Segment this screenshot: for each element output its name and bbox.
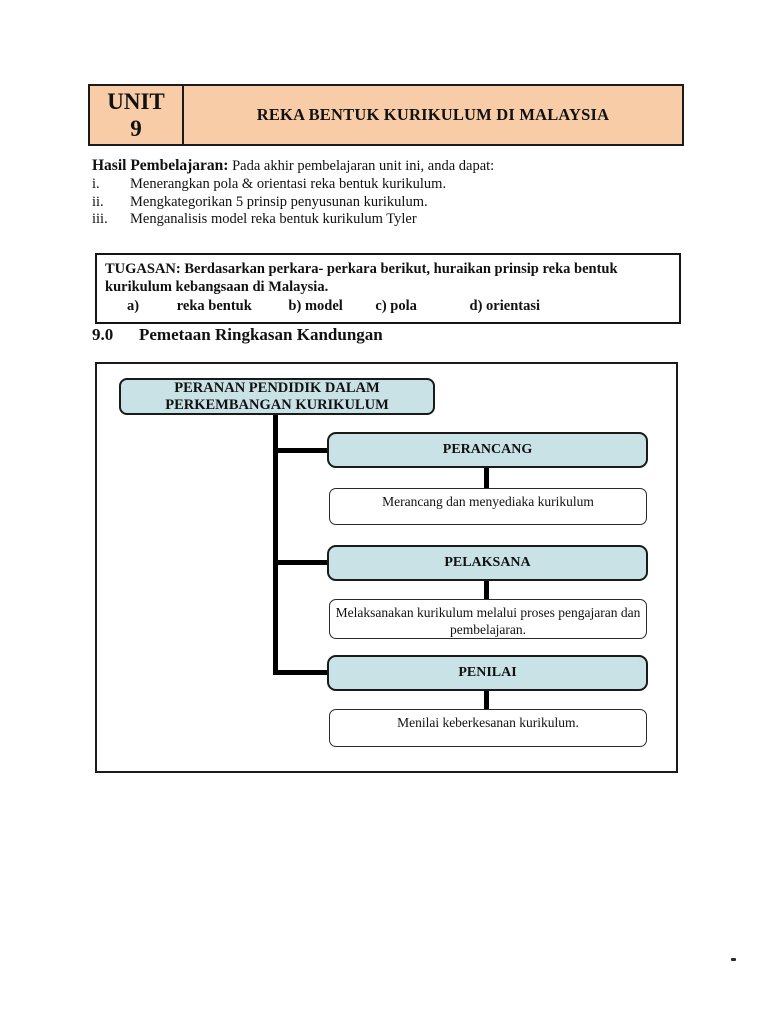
root-label-line2: PERKEMBANGAN KURIKULUM	[165, 396, 389, 413]
unit-label: UNIT	[107, 89, 165, 114]
outcome-numeral: ii.	[92, 193, 104, 210]
task-box: TUGASAN: Berdasarkan perkara- perkara be…	[95, 253, 681, 324]
unit-title: REKA BENTUK KURIKULUM DI MALAYSIA	[256, 105, 610, 124]
task-option-a-label: a)	[127, 298, 140, 314]
section-number: 9.0	[92, 325, 114, 344]
desc-text: Menilai keberkesanan kurikulum.	[397, 715, 579, 730]
diagram-node-pelaksana: PELAKSANA	[327, 545, 648, 581]
diagram-root-label: PERANAN PENDIDIK DALAM PERKEMBANGAN KURI…	[165, 380, 389, 413]
connector-branch-perancang	[273, 448, 329, 453]
diagram-node-penilai: PENILAI	[327, 655, 648, 691]
outcome-item: iii. Menganalisis model reka bentuk kuri…	[92, 211, 692, 229]
desc-text: Merancang dan menyediaka kurikulum	[382, 494, 594, 509]
task-option-b: b) model	[288, 298, 343, 314]
outcome-numeral: i.	[92, 176, 100, 192]
outcomes-intro: Pada akhir pembelajaran unit ini, anda d…	[232, 158, 495, 174]
diagram-desc-pelaksana: Melaksanakan kurikulum melalui proses pe…	[329, 599, 647, 639]
unit-title-cell: REKA BENTUK KURIKULUM DI MALAYSIA	[184, 86, 682, 144]
outcome-item: i. Menerangkan pola & orientasi reka ben…	[92, 176, 692, 194]
connector-perancang-desc	[484, 468, 489, 489]
diagram-root-node: PERANAN PENDIDIK DALAM PERKEMBANGAN KURI…	[119, 378, 435, 415]
task-option-c: c) pola	[375, 298, 417, 314]
outcome-text: Menganalisis model reka bentuk kurikulum…	[130, 211, 417, 227]
task-option-d: d) orientasi	[469, 298, 541, 314]
concept-map: PERANAN PENDIDIK DALAM PERKEMBANGAN KURI…	[95, 362, 678, 773]
connector-trunk	[273, 415, 278, 675]
connector-branch-pelaksana	[273, 560, 329, 565]
unit-header: UNIT 9 REKA BENTUK KURIKULUM DI MALAYSIA	[88, 84, 684, 146]
diagram-node-perancang: PERANCANG	[327, 432, 648, 468]
unit-number-cell: UNIT 9	[90, 86, 184, 144]
node-label: PERANCANG	[442, 442, 533, 457]
section-title: Pemetaan Ringkasan Kandungan	[139, 325, 383, 344]
desc-text: Melaksanakan kurikulum melalui proses pe…	[335, 605, 641, 637]
outcome-item: ii. Mengkategorikan 5 prinsip penyusunan…	[92, 194, 692, 212]
node-label: PELAKSANA	[444, 555, 531, 570]
root-label-line1: PERANAN PENDIDIK DALAM	[174, 380, 380, 396]
task-option-a-text: reka bentuk	[176, 298, 252, 314]
outcomes-heading: Hasil Pembelajaran:	[92, 157, 229, 174]
unit-number: 9	[130, 116, 142, 141]
connector-branch-penilai	[273, 670, 329, 675]
node-label: PENILAI	[458, 665, 517, 680]
task-options: a) reka bentuk b) model c) pola d) orien…	[105, 297, 671, 315]
outcome-text: Menerangkan pola & orientasi reka bentuk…	[130, 176, 447, 192]
outcome-text: Mengkategorikan 5 prinsip penyusunan kur…	[130, 193, 428, 210]
diagram-desc-perancang: Merancang dan menyediaka kurikulum	[329, 488, 647, 525]
connector-pelaksana-desc	[484, 581, 489, 599]
learning-outcomes: Hasil Pembelajaran: Pada akhir pembelaja…	[92, 156, 692, 229]
outcome-numeral: iii.	[92, 211, 108, 227]
stray-ink-mark	[731, 958, 736, 961]
connector-penilai-desc	[484, 691, 489, 709]
task-text: TUGASAN: Berdasarkan perkara- perkara be…	[105, 261, 618, 295]
diagram-desc-penilai: Menilai keberkesanan kurikulum.	[329, 709, 647, 747]
section-heading: 9.0 Pemetaan Ringkasan Kandungan	[92, 325, 383, 345]
outcomes-heading-line: Hasil Pembelajaran: Pada akhir pembelaja…	[92, 156, 692, 176]
